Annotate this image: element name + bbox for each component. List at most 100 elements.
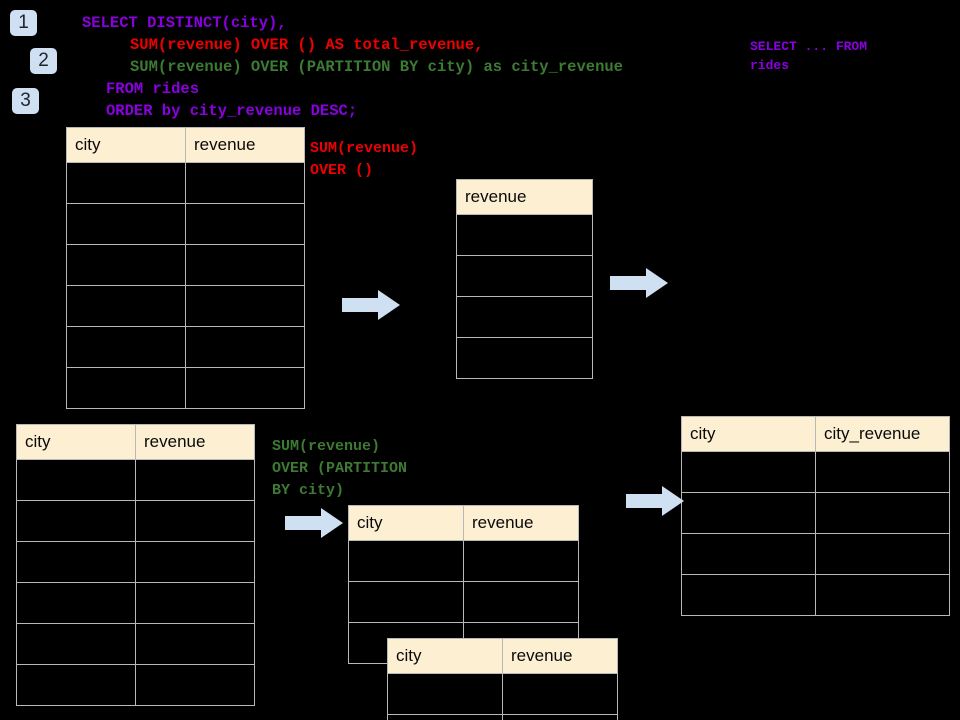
table-row bbox=[681, 533, 950, 575]
table-cell bbox=[348, 540, 464, 582]
table-cell bbox=[815, 533, 950, 575]
table-cell bbox=[66, 203, 186, 245]
table-total-revenue: revenue bbox=[456, 179, 593, 379]
annotation-partition-line3: BY city) bbox=[272, 482, 345, 499]
table-cell bbox=[456, 296, 593, 338]
table-cell bbox=[463, 581, 579, 623]
column-header-city: city bbox=[387, 638, 503, 674]
column-header-revenue: revenue bbox=[135, 424, 255, 460]
table-cell bbox=[456, 337, 593, 379]
table-header-row: city revenue bbox=[348, 505, 579, 541]
column-header-city: city bbox=[16, 424, 136, 460]
table-row bbox=[456, 337, 593, 379]
table-row bbox=[456, 255, 593, 297]
annotation-over-empty-line2: OVER () bbox=[310, 162, 374, 179]
table-cell bbox=[16, 459, 136, 501]
table-cell bbox=[681, 574, 816, 616]
table-cell bbox=[16, 664, 136, 706]
table-cell bbox=[681, 533, 816, 575]
arrow-right-icon-partition-to-result bbox=[626, 484, 684, 518]
column-header-revenue: revenue bbox=[185, 127, 305, 163]
table-cell bbox=[387, 714, 503, 720]
table-source-top: city revenue bbox=[66, 127, 305, 409]
table-cell bbox=[185, 367, 305, 409]
sql-line-from: FROM rides bbox=[106, 80, 200, 98]
table-row bbox=[387, 673, 618, 715]
table-cell bbox=[16, 500, 136, 542]
table-row bbox=[66, 203, 305, 245]
column-header-city-revenue: city_revenue bbox=[815, 416, 950, 452]
table-cell bbox=[135, 541, 255, 583]
table-header-row: city revenue bbox=[16, 424, 255, 460]
table-header-row: revenue bbox=[456, 179, 593, 215]
sql-line-total-revenue: SUM(revenue) OVER () AS total_revenue, bbox=[130, 36, 484, 54]
table-cell bbox=[185, 244, 305, 286]
table-cell bbox=[185, 285, 305, 327]
table-row bbox=[66, 285, 305, 327]
sql-line-select: SELECT DISTINCT(city), bbox=[82, 14, 287, 32]
column-header-city: city bbox=[681, 416, 816, 452]
table-cell bbox=[348, 581, 464, 623]
table-row bbox=[66, 162, 305, 204]
table-cell bbox=[16, 541, 136, 583]
table-partition-b: city revenue bbox=[387, 638, 618, 720]
table-cell bbox=[66, 285, 186, 327]
table-cell bbox=[502, 714, 618, 720]
table-row bbox=[681, 492, 950, 534]
table-header-row: city revenue bbox=[387, 638, 618, 674]
table-cell bbox=[185, 203, 305, 245]
step-badge-1: 1 bbox=[10, 10, 37, 36]
table-cell bbox=[135, 664, 255, 706]
table-row bbox=[456, 296, 593, 338]
table-cell bbox=[66, 244, 186, 286]
column-header-city: city bbox=[66, 127, 186, 163]
table-header-row: city city_revenue bbox=[681, 416, 950, 452]
table-row bbox=[66, 367, 305, 409]
table-cell bbox=[66, 326, 186, 368]
annotation-partition-line1: SUM(revenue) bbox=[272, 438, 381, 455]
sql-line-order-by: ORDER by city_revenue DESC; bbox=[106, 102, 358, 120]
table-cell bbox=[135, 500, 255, 542]
table-cell bbox=[16, 582, 136, 624]
annotation-partition-line2: OVER (PARTITION bbox=[272, 460, 408, 477]
table-row bbox=[16, 623, 255, 665]
table-cell bbox=[681, 451, 816, 493]
sql-sidenote-line1: SELECT ... FROM bbox=[750, 39, 868, 54]
table-source-bottom: city revenue bbox=[16, 424, 255, 706]
table-cell bbox=[456, 214, 593, 256]
table-cell bbox=[66, 367, 186, 409]
sql-sidenote-line2: rides bbox=[750, 58, 790, 73]
column-header-revenue: revenue bbox=[502, 638, 618, 674]
table-row bbox=[16, 459, 255, 501]
table-cell bbox=[815, 492, 950, 534]
table-cell bbox=[502, 673, 618, 715]
column-header-revenue: revenue bbox=[456, 179, 593, 215]
arrow-right-icon-source-to-partition bbox=[285, 506, 343, 540]
table-cell bbox=[16, 623, 136, 665]
table-result-city-revenue: city city_revenue bbox=[681, 416, 950, 616]
step-badge-2: 2 bbox=[30, 48, 57, 74]
step-badge-3: 3 bbox=[12, 88, 39, 114]
table-row bbox=[681, 451, 950, 493]
table-cell bbox=[815, 451, 950, 493]
sql-line-city-revenue: SUM(revenue) OVER (PARTITION BY city) as… bbox=[130, 58, 623, 76]
table-cell bbox=[66, 162, 186, 204]
table-cell bbox=[681, 492, 816, 534]
table-row bbox=[387, 714, 618, 720]
table-cell bbox=[463, 540, 579, 582]
table-row bbox=[348, 540, 579, 582]
table-row bbox=[348, 581, 579, 623]
annotation-over-empty-line1: SUM(revenue) bbox=[310, 140, 419, 157]
column-header-revenue: revenue bbox=[463, 505, 579, 541]
table-row bbox=[66, 326, 305, 368]
table-cell bbox=[135, 623, 255, 665]
arrow-right-icon-source-to-total bbox=[342, 288, 400, 322]
table-row bbox=[16, 541, 255, 583]
arrow-right-icon-total-to-result bbox=[610, 266, 668, 300]
table-cell bbox=[815, 574, 950, 616]
table-cell bbox=[185, 326, 305, 368]
table-cell bbox=[456, 255, 593, 297]
table-row bbox=[16, 664, 255, 706]
table-row bbox=[66, 244, 305, 286]
